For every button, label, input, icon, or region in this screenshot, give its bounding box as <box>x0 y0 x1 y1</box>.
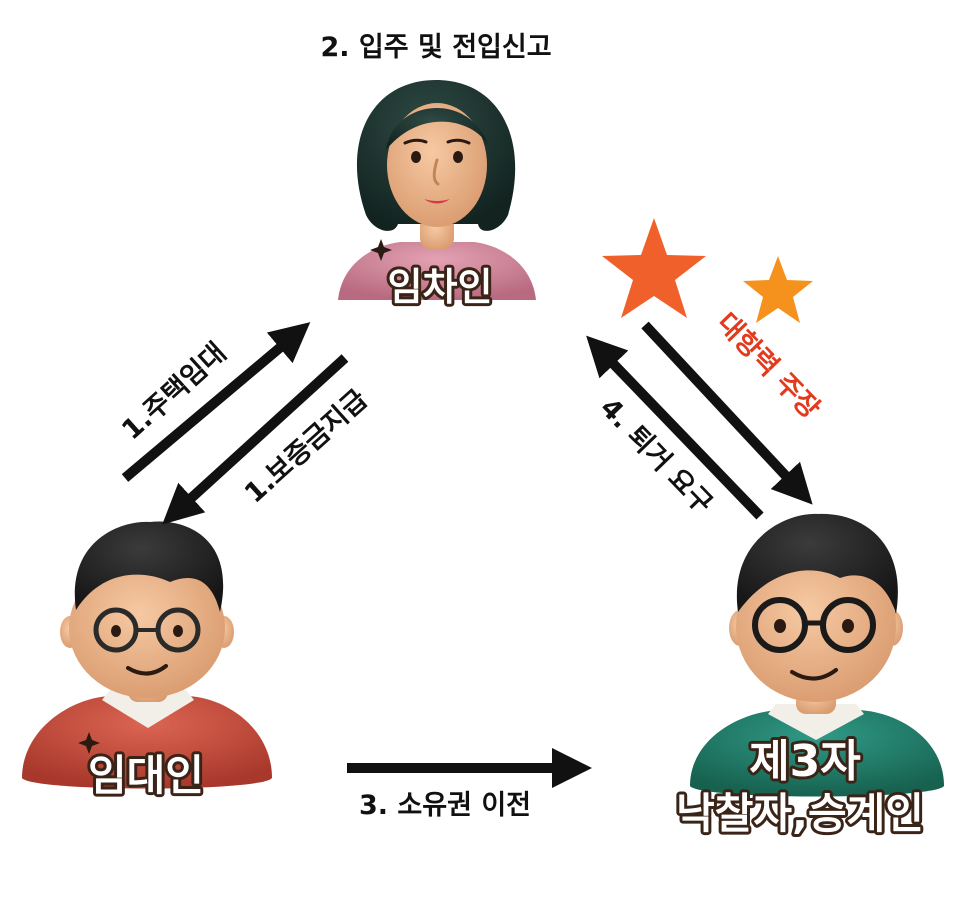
diagram-title: 2. 입주 및 전입신고 <box>320 32 551 63</box>
opposability-claim-arrow <box>641 321 813 505</box>
lease-label: 1.주택임대 <box>116 337 232 446</box>
landlord-label: 임대인 <box>88 751 204 800</box>
sparkle-icon <box>370 239 392 261</box>
ownership-transfer-label: 3. 소유권 이전 <box>359 790 531 821</box>
star-icon <box>602 218 706 318</box>
third-party-avatar <box>690 513 944 797</box>
lease-arrow <box>121 322 311 482</box>
sparkle-icon <box>78 732 100 754</box>
star-icon <box>743 256 813 323</box>
deposit-arrow <box>162 354 349 525</box>
eviction-request-arrow <box>586 335 764 520</box>
tenant-label: 임차인 <box>388 265 493 309</box>
third-party-label-line1: 제3자 <box>749 736 861 787</box>
deposit-label: 1.보증금지급 <box>239 384 374 510</box>
landlord-avatar <box>22 521 272 789</box>
tenant-avatar <box>338 80 536 300</box>
third-party-label-line2: 낙찰자,승계인 <box>676 789 924 838</box>
